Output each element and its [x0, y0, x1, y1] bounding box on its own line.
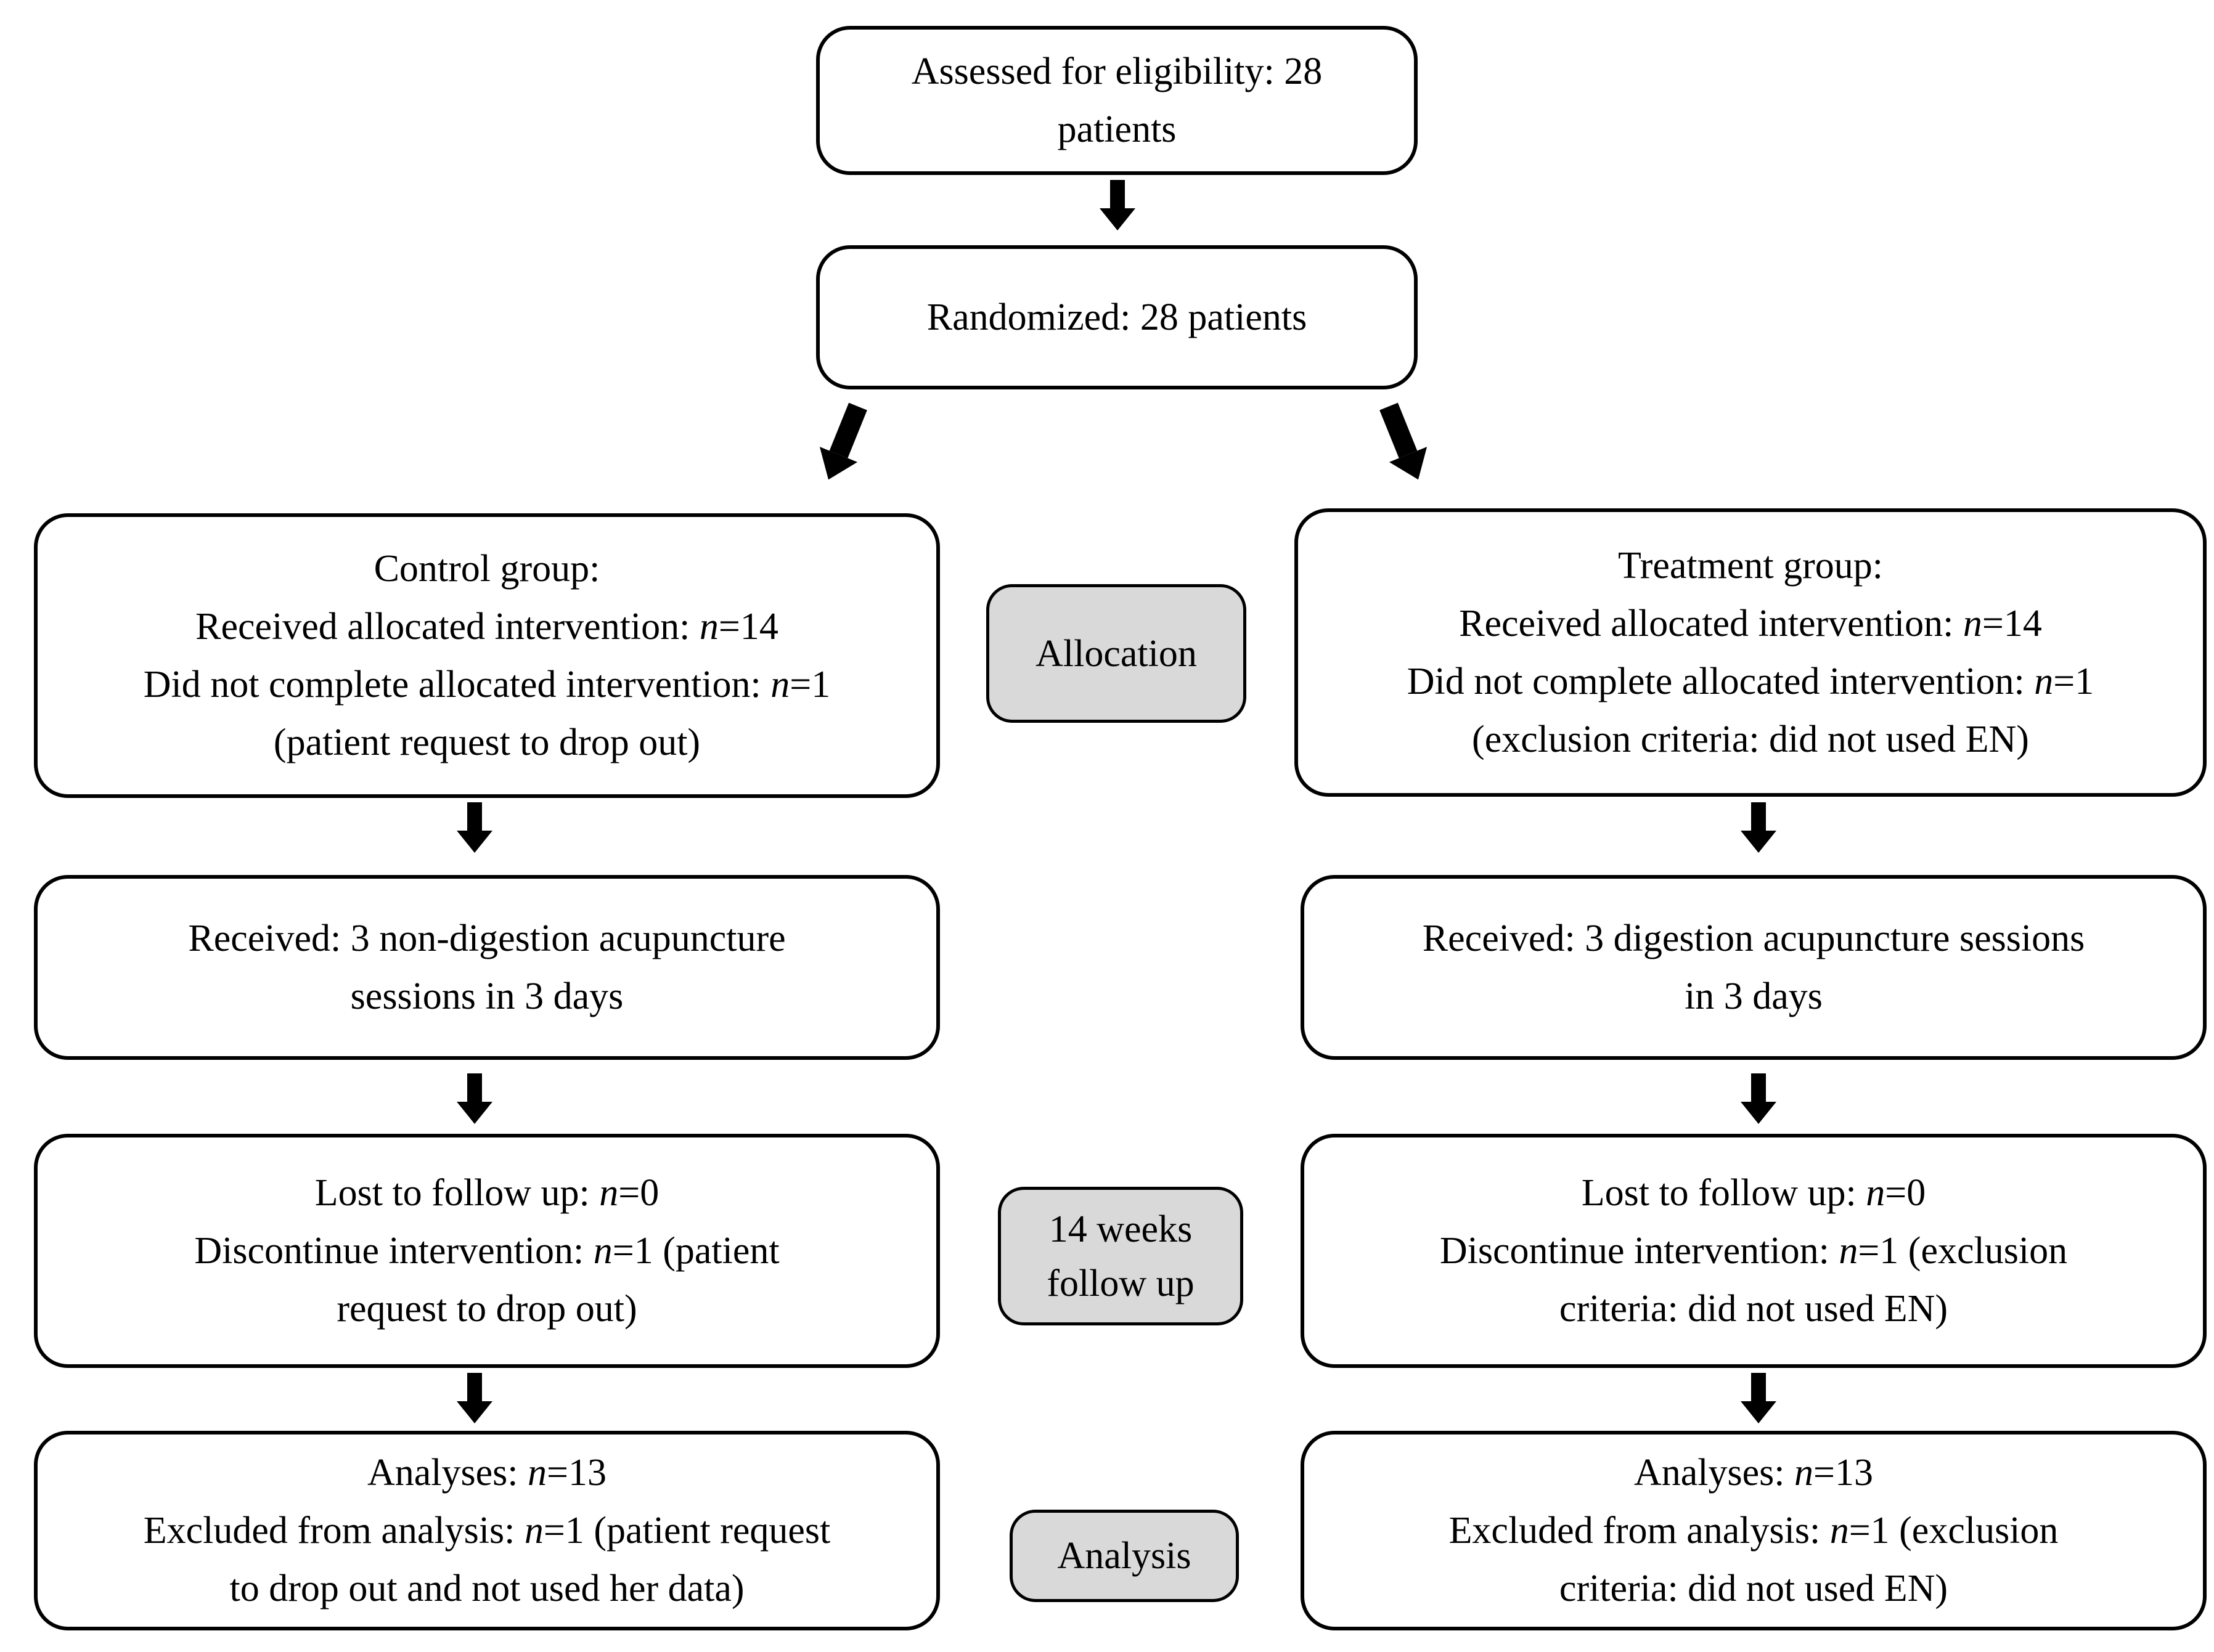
arrow-head: [1741, 1102, 1776, 1124]
down-arrow-icon: [1741, 1073, 1776, 1124]
down-arrow-icon: [457, 1373, 492, 1423]
arrow-head: [809, 447, 858, 487]
received-treatment-text: Received: 3 digestion acupuncture sessio…: [1422, 918, 2085, 1017]
arrow-shaft: [467, 1073, 482, 1102]
treatment-group-text: Treatment group:Received allocated inter…: [1407, 545, 2094, 760]
analysis-stage-text: Analysis: [1057, 1535, 1191, 1577]
control-group-text: Control group:Received allocated interve…: [143, 548, 831, 763]
arrow-shaft: [467, 1373, 482, 1401]
arrow-shaft: [1751, 1073, 1766, 1102]
allocation-stage-label: Allocation: [986, 584, 1246, 723]
arrow-shaft: [1110, 180, 1125, 208]
branch-right-arrow-icon: [1370, 399, 1437, 487]
arrow-head: [457, 1102, 492, 1124]
arrow-head: [1100, 208, 1135, 230]
arrow-shaft: [1751, 802, 1766, 831]
arrow-head: [457, 831, 492, 853]
randomized-text: Randomized: 28 patients: [926, 296, 1307, 338]
down-arrow-icon: [1741, 802, 1776, 853]
arrow-shaft: [1379, 402, 1418, 458]
control-group-box: Control group:Received allocated interve…: [34, 513, 940, 798]
arrow-shaft: [467, 802, 482, 831]
branch-left-arrow-icon: [809, 399, 876, 487]
down-arrow-icon: [1100, 180, 1135, 230]
analysis-stage-label: Analysis: [1010, 1510, 1239, 1602]
arrow-shaft: [829, 402, 867, 458]
received-treatment-box: Received: 3 digestion acupuncture sessio…: [1301, 875, 2207, 1060]
down-arrow-icon: [1741, 1373, 1776, 1423]
arrow-shaft: [1751, 1373, 1766, 1401]
down-arrow-icon: [457, 1073, 492, 1124]
allocation-stage-text: Allocation: [1036, 632, 1197, 675]
treatment-group-box: Treatment group:Received allocated inter…: [1294, 508, 2207, 797]
arrow-head: [457, 1401, 492, 1423]
arrow-head: [1741, 831, 1776, 853]
arrow-head: [1741, 1401, 1776, 1423]
randomized-box: Randomized: 28 patients: [816, 245, 1418, 389]
down-arrow-icon: [457, 802, 492, 853]
